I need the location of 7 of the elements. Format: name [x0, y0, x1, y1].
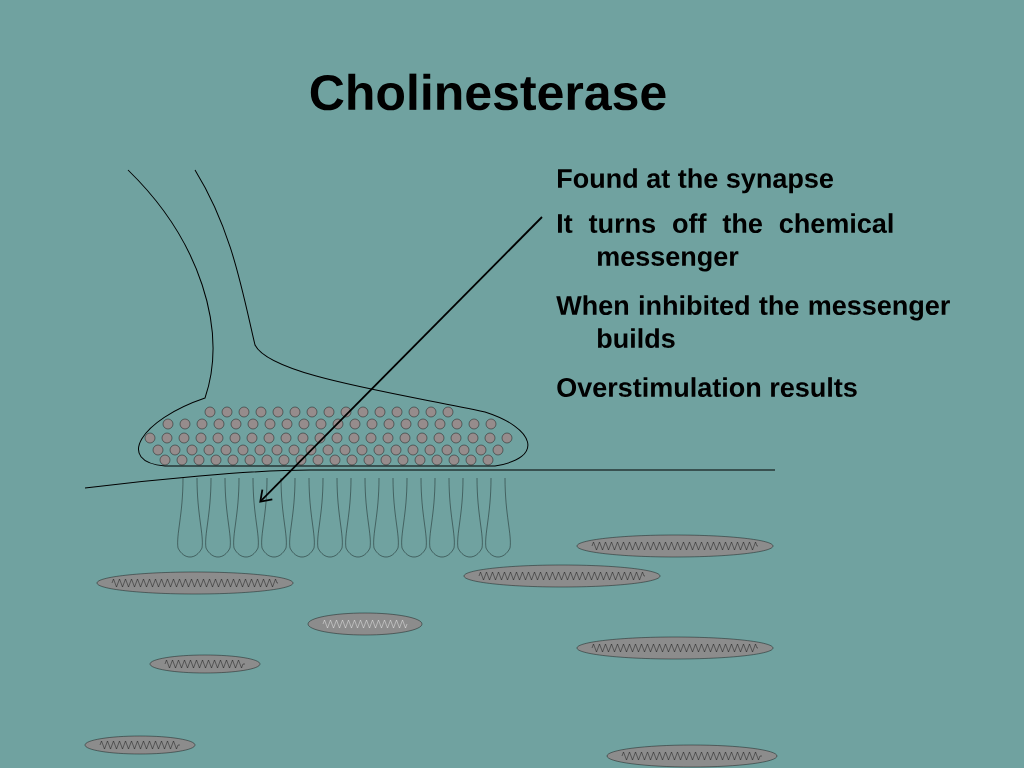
junctional-fold — [233, 477, 259, 558]
bullet-text: It turns off the chemical messenger — [558, 213, 893, 272]
bullet-text: Overstimulation results — [557, 377, 857, 398]
bullet-text: When inhibited the messenger builds — [556, 295, 950, 349]
title: Cholinesterase — [310, 73, 666, 111]
bullet-text: Found at the synapse — [558, 168, 833, 194]
arrow — [259, 216, 543, 503]
